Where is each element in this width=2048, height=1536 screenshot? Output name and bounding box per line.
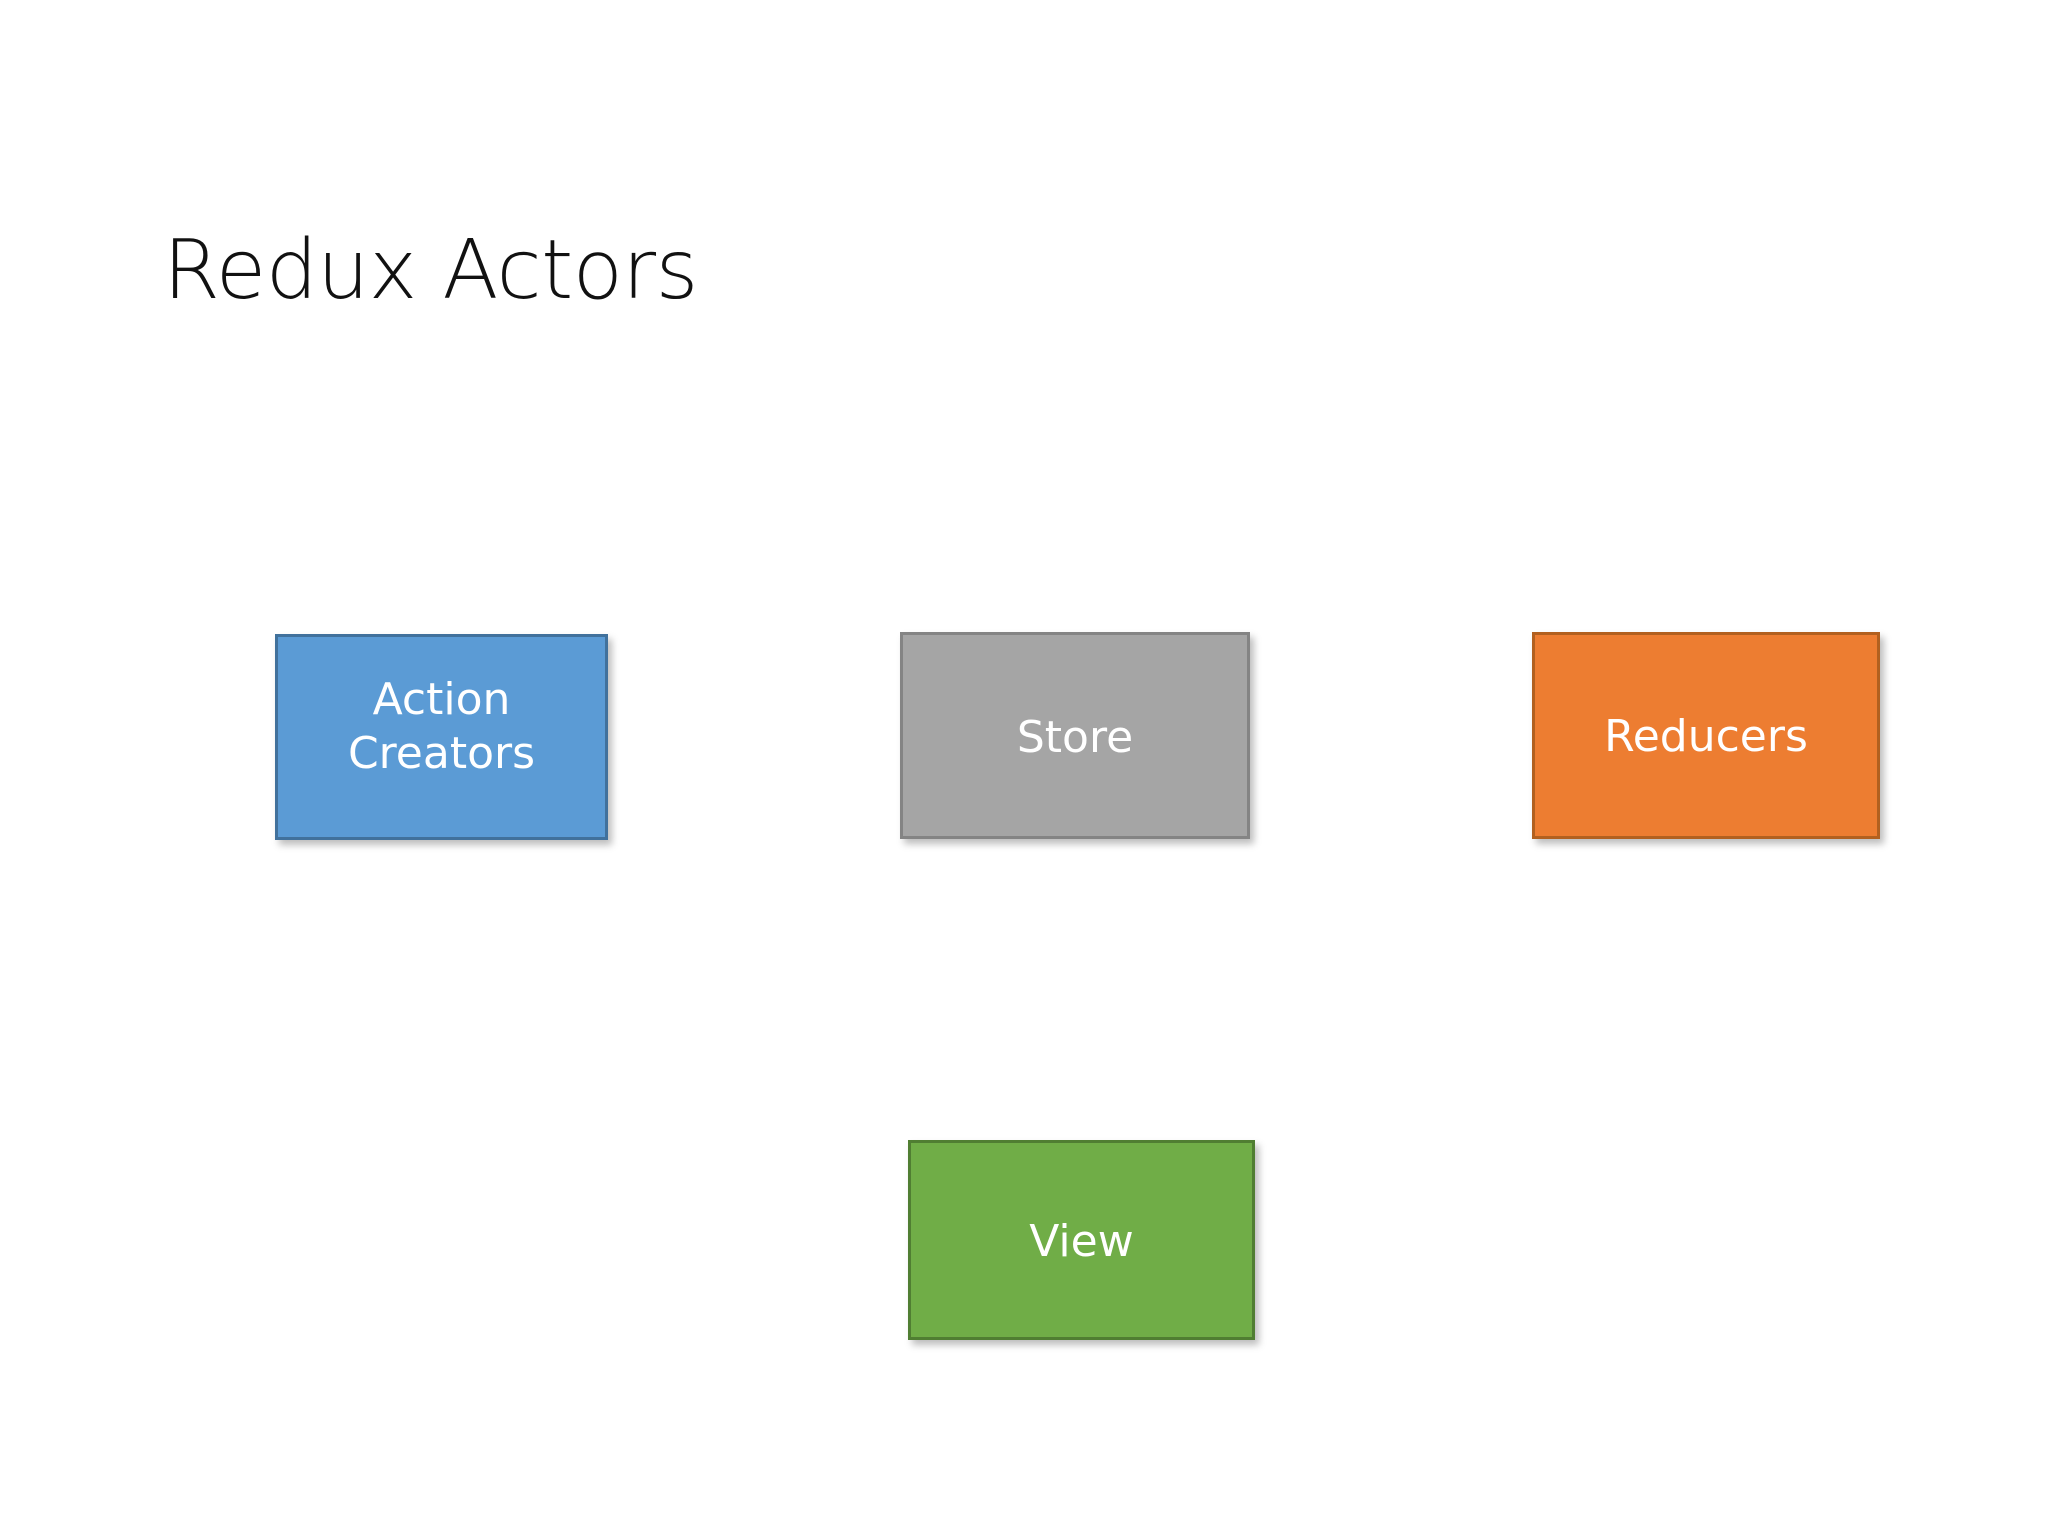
- page-title: Redux Actors: [163, 222, 698, 318]
- diagram-node-label: Reducers: [1604, 710, 1808, 762]
- diagram-node-reducers[interactable]: Reducers: [1532, 632, 1880, 839]
- diagram-node-view[interactable]: View: [908, 1140, 1255, 1340]
- diagram-node-label: Store: [1016, 711, 1134, 763]
- diagram-node-label: View: [1029, 1216, 1134, 1268]
- diagram-node-label: Action Creators: [347, 674, 536, 779]
- diagram-node-store[interactable]: Store: [900, 632, 1250, 839]
- diagram-node-action-creators[interactable]: Action Creators: [275, 634, 608, 840]
